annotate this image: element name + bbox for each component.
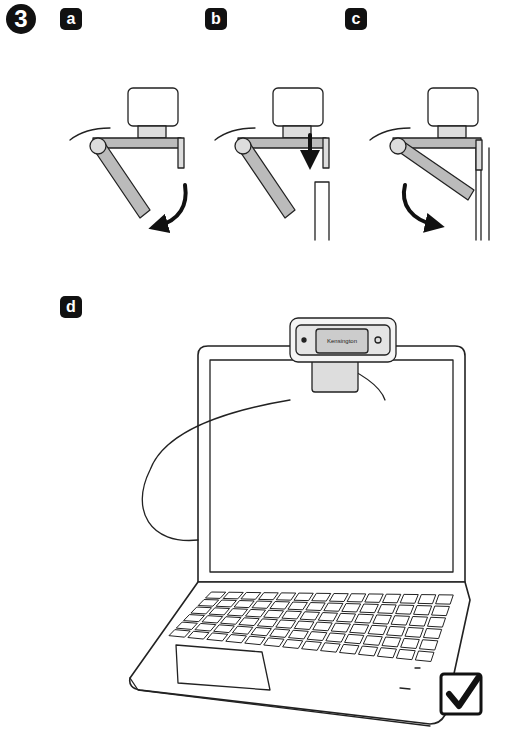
key (207, 633, 227, 641)
key (226, 635, 246, 643)
key (360, 604, 378, 613)
key (348, 594, 366, 602)
key (340, 644, 359, 654)
key (405, 627, 423, 637)
substep-letter: d (60, 296, 82, 318)
webcam-mounted (290, 318, 396, 400)
key (282, 611, 301, 619)
key (416, 651, 434, 661)
key (239, 618, 259, 626)
brand-logo: Kensington (317, 336, 367, 346)
key (233, 626, 253, 634)
key (401, 594, 419, 603)
key (306, 603, 325, 611)
key (234, 601, 254, 608)
key (264, 638, 284, 647)
key (391, 616, 409, 625)
key (428, 617, 446, 627)
key (418, 595, 435, 604)
key (259, 593, 278, 600)
key (270, 629, 290, 637)
key (355, 614, 373, 623)
key (251, 628, 271, 636)
key (191, 607, 211, 614)
key (289, 630, 308, 639)
key (169, 630, 190, 638)
key (206, 592, 226, 598)
key (378, 648, 397, 658)
substep-letter: c (345, 8, 367, 30)
key (228, 609, 248, 616)
key (337, 613, 356, 622)
key (283, 640, 303, 649)
key (308, 632, 327, 641)
key (245, 636, 265, 644)
key (420, 640, 438, 650)
webcam-step-a (70, 88, 186, 226)
key (276, 620, 295, 628)
key (332, 623, 351, 632)
key (184, 615, 204, 622)
key (313, 622, 332, 631)
key (414, 606, 432, 615)
key (302, 641, 321, 650)
key (368, 625, 386, 634)
key (330, 594, 348, 602)
key (252, 601, 271, 608)
key (324, 603, 343, 611)
substep-letter: a (60, 8, 82, 30)
substep-letter: b (205, 8, 227, 30)
key (270, 602, 289, 610)
key (241, 592, 260, 599)
step-number: 3 (6, 4, 36, 34)
key (342, 604, 360, 612)
key (396, 605, 414, 614)
key (432, 606, 449, 616)
key (364, 636, 383, 646)
key (295, 621, 314, 629)
key (209, 608, 229, 615)
key (359, 646, 378, 656)
key (397, 649, 415, 659)
key (401, 638, 419, 648)
key (383, 594, 401, 603)
key (345, 634, 364, 643)
key (224, 592, 244, 599)
key (294, 593, 313, 601)
key (195, 623, 215, 631)
webcam-step-c (370, 88, 489, 240)
laptop (130, 346, 470, 726)
key (264, 610, 283, 618)
key (319, 613, 338, 621)
key (387, 626, 405, 636)
webcam-step-b (215, 88, 329, 240)
key (214, 625, 234, 633)
key (300, 612, 319, 620)
key (436, 595, 453, 604)
key (277, 593, 296, 600)
done-checkbox (441, 674, 481, 714)
key (382, 637, 400, 647)
key (350, 624, 369, 633)
key (378, 605, 396, 614)
cable (142, 400, 290, 540)
key (177, 622, 198, 629)
key (410, 617, 428, 627)
key (246, 609, 266, 617)
key (202, 616, 222, 623)
key (217, 600, 237, 607)
key (221, 617, 241, 625)
key (188, 631, 209, 639)
key (258, 619, 278, 627)
key (326, 633, 345, 642)
key (424, 629, 442, 639)
key (199, 600, 219, 607)
key (312, 593, 331, 601)
key (365, 594, 383, 602)
key (373, 615, 391, 624)
key (321, 643, 340, 652)
key (288, 602, 307, 610)
